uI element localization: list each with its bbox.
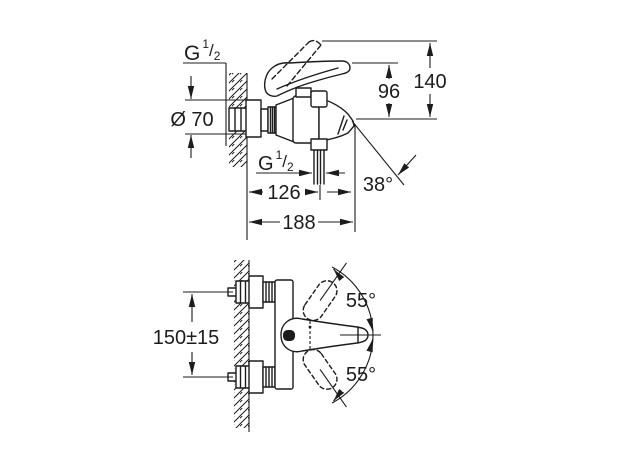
dim-pipe-spacing: 150±15 xyxy=(153,291,233,378)
lever-plan xyxy=(280,317,369,353)
shower-outlet-pipe xyxy=(310,138,328,200)
overall-height-label: 140 xyxy=(413,71,446,93)
body-cone xyxy=(275,97,295,143)
shower-outlet-depth-label: 126 xyxy=(267,182,300,204)
cartridge-ring xyxy=(295,87,312,98)
dim-overall-height: 140 xyxy=(322,40,447,120)
lever-handle xyxy=(263,60,351,97)
plan-view: 55° 55° 150±15 xyxy=(153,260,381,432)
lever-handle-raised-dashed xyxy=(271,39,322,87)
handle-swing-lower-label: 55° xyxy=(346,364,376,386)
swing-arc xyxy=(331,266,374,404)
handle-height-label: 96 xyxy=(378,81,400,103)
dim-flange-diameter: Ø 70 xyxy=(170,76,246,158)
spout-angle-label: 38° xyxy=(363,174,393,196)
pipe-spacing-label: 150±15 xyxy=(153,327,220,349)
in-wall-union-nut xyxy=(228,107,248,132)
dim-handle-height: 96 xyxy=(352,62,400,117)
overall-depth-label: 188 xyxy=(282,212,315,234)
handle-swing-upper-label: 55° xyxy=(346,290,376,312)
threaded-nipple xyxy=(267,106,277,134)
union-cylinder xyxy=(260,108,269,132)
aerator xyxy=(337,115,348,135)
flange-diameter-label: Ø 70 xyxy=(170,109,213,131)
dim-overall-depth: 188 xyxy=(249,212,353,234)
diverter-knob xyxy=(310,90,328,108)
dim-shower-outlet-depth: 126 xyxy=(249,182,318,204)
lever-grip-hole xyxy=(283,330,295,341)
dim-spout-angle: 38° xyxy=(327,120,417,232)
escutcheon xyxy=(245,99,262,138)
